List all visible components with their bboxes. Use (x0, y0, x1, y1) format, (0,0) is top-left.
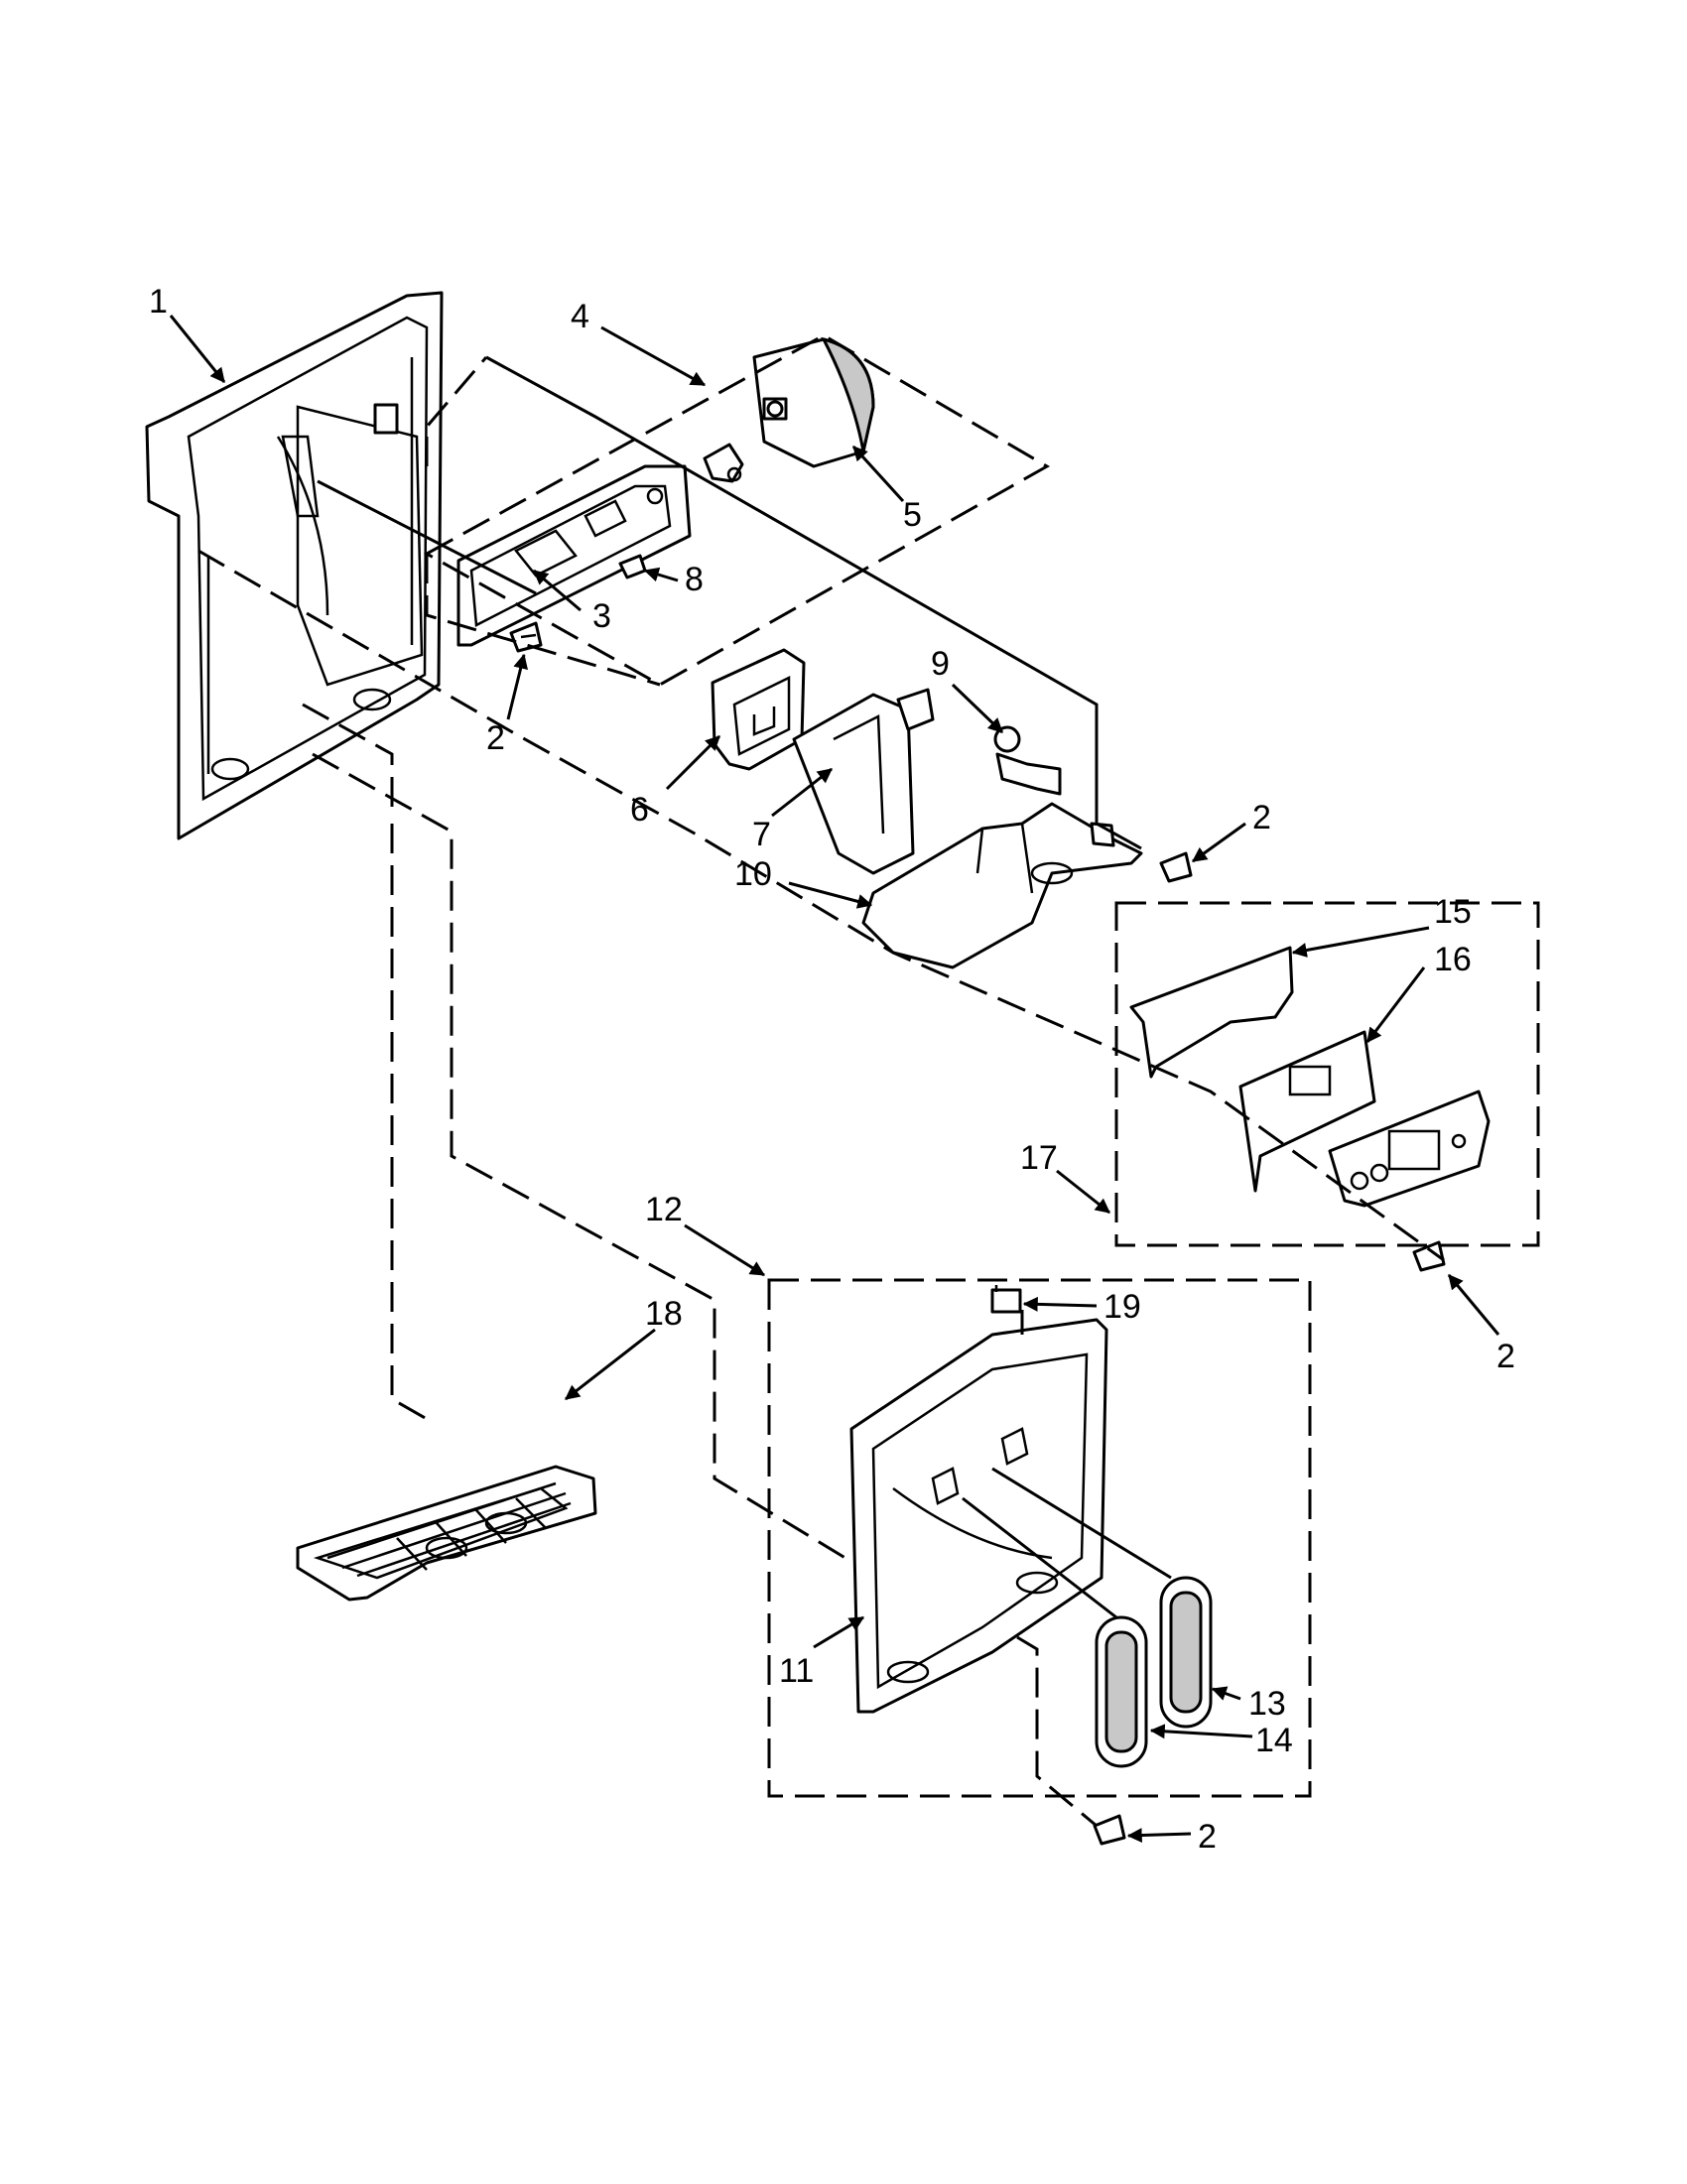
part-19-switch (990, 1285, 1022, 1314)
callout-8: 8 (685, 561, 704, 598)
part-2-screw-a (509, 621, 543, 653)
part-7-chute (792, 688, 935, 875)
callout-4: 4 (571, 298, 589, 335)
callout-14: 14 (1255, 1722, 1293, 1759)
callout-13: 13 (1248, 1685, 1286, 1723)
part-11-housing (849, 1318, 1108, 1714)
group-box-4 (423, 333, 1051, 687)
callout-16: 16 (1434, 941, 1472, 978)
callout-7: 7 (752, 816, 771, 853)
group-box-12 (767, 1278, 1312, 1798)
callout-11: 11 (779, 1652, 814, 1690)
part-2-screw-c (1412, 1240, 1446, 1272)
part-18-tray (296, 1465, 597, 1602)
part-panel (1328, 1090, 1491, 1208)
group-box-17 (1114, 901, 1540, 1247)
callout-6: 6 (630, 791, 649, 829)
part-6-paddle (711, 648, 806, 771)
part-14-pad (1095, 1615, 1148, 1768)
part-1-housing (145, 291, 444, 840)
connector-lines (317, 355, 1172, 1619)
callout-1: 1 (149, 283, 168, 321)
part-16-board (1238, 1030, 1376, 1193)
callout-5: 5 (903, 496, 922, 534)
callout-2: 2 (1496, 1338, 1515, 1375)
callout-2: 2 (1198, 1818, 1217, 1856)
callout-2: 2 (486, 719, 505, 757)
callout-10: 10 (734, 855, 772, 893)
callout-12: 12 (645, 1191, 683, 1228)
callout-19: 19 (1103, 1288, 1141, 1326)
callout-15: 15 (1434, 893, 1472, 931)
part-15-bracket (1129, 946, 1294, 1079)
part-2-screw-d (1093, 1814, 1126, 1846)
callout-18: 18 (645, 1295, 683, 1333)
part-9-fitting (993, 725, 1062, 796)
callout-9: 9 (931, 645, 950, 683)
callout-17: 17 (1020, 1139, 1058, 1177)
part-3-bracket (456, 464, 692, 647)
connector-dashed-lines (197, 356, 1445, 1828)
part-cam (703, 443, 744, 483)
part-13-pad (1159, 1576, 1213, 1729)
callout-2: 2 (1252, 799, 1271, 836)
callout-3: 3 (592, 597, 611, 635)
part-2-screw-b (1159, 851, 1193, 883)
leader-lines (169, 315, 1500, 1844)
group-box-4-left (425, 554, 661, 687)
